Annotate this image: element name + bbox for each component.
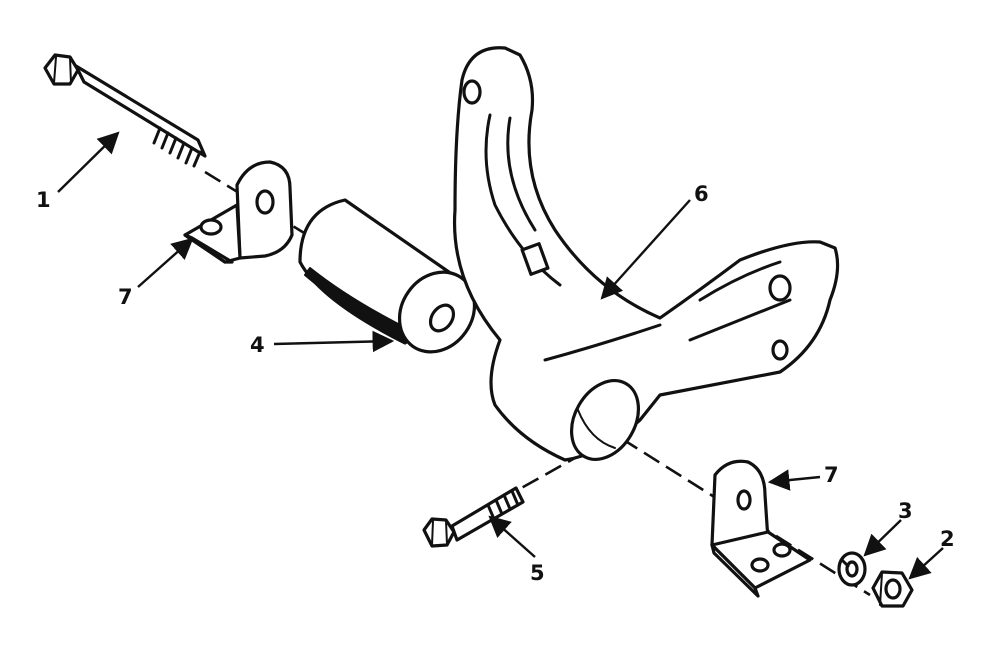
callout-7-lower: 7 — [824, 463, 839, 487]
leader-6 — [600, 199, 691, 300]
yoke-mount-part — [452, 46, 840, 462]
leader-4 — [273, 330, 395, 353]
short-bolt-thread — [486, 489, 520, 521]
leader-5 — [488, 515, 536, 558]
leader-7-lower — [767, 469, 821, 491]
long-bolt-part — [43, 53, 207, 168]
angle-bracket-upper-part — [183, 160, 294, 264]
callout-1: 1 — [36, 188, 51, 212]
leader-3 — [863, 519, 902, 557]
cylinder-bushing-part — [298, 198, 477, 354]
callout-4: 4 — [250, 333, 265, 357]
hex-nut-part — [871, 570, 914, 608]
leader-7-upper — [137, 237, 194, 288]
callout-7-upper: 7 — [118, 285, 133, 309]
leader-2 — [908, 547, 944, 580]
lock-washer-part — [837, 551, 867, 587]
short-bolt-part — [422, 486, 525, 548]
leader-1 — [57, 131, 120, 193]
callout-6: 6 — [694, 182, 709, 206]
long-bolt-thread — [152, 126, 202, 168]
callout-3: 3 — [898, 499, 913, 523]
callout-2: 2 — [940, 527, 955, 551]
angle-bracket-lower-part — [710, 459, 812, 598]
callout-5: 5 — [530, 561, 545, 585]
